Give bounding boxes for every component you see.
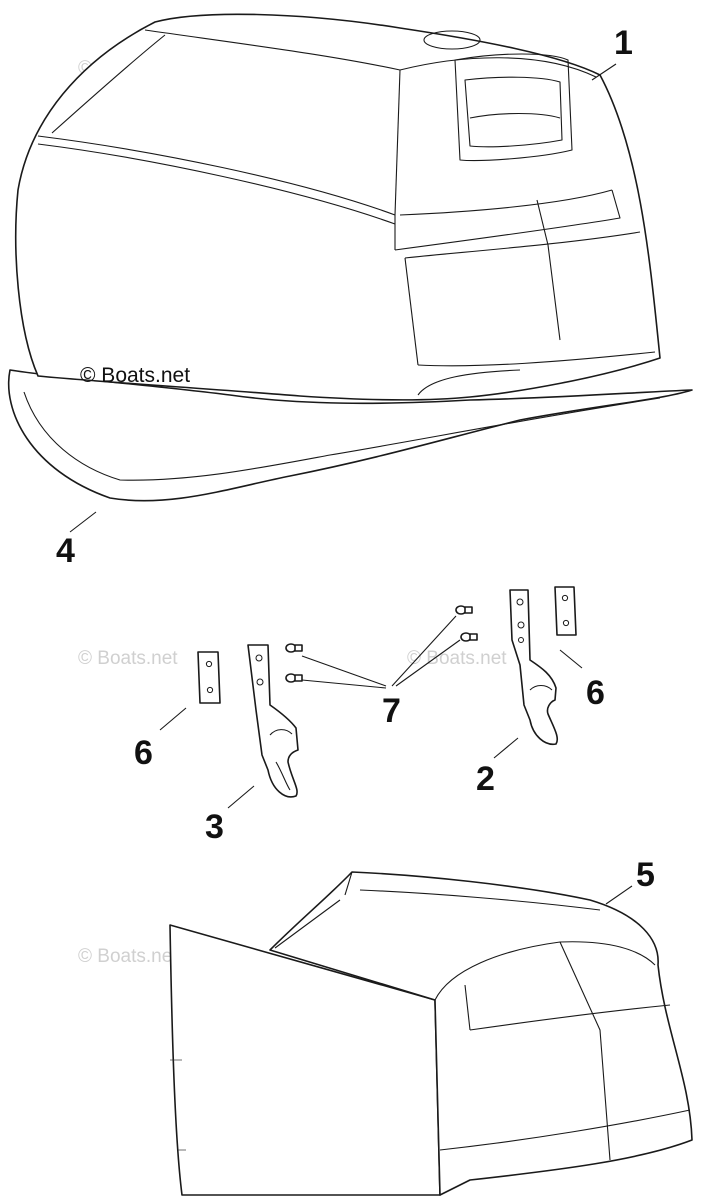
callout-4: 4 [56, 532, 75, 570]
right-latch-part [509, 589, 559, 745]
left-latch-part [247, 644, 299, 798]
leader-lines [69, 63, 633, 905]
callouts: 1 4 7 6 6 2 3 5 [56, 24, 655, 894]
screw [285, 673, 303, 683]
callout-3: 3 [205, 808, 224, 846]
callout-6-right: 6 [586, 674, 605, 712]
callout-6-left: 6 [134, 734, 153, 772]
watermark: © Boats.net [407, 648, 507, 669]
spacer-plate-right [554, 586, 577, 636]
top-cowl-part [15, 13, 661, 401]
copyright-label: © Boats.net [80, 364, 190, 387]
watermark: © Boats.net [78, 946, 178, 967]
screws-part [285, 605, 478, 683]
callout-2: 2 [476, 760, 495, 798]
screw [460, 632, 478, 642]
screw [285, 643, 303, 653]
callout-5: 5 [636, 856, 655, 894]
lower-cowl-part [169, 871, 693, 1196]
callout-1: 1 [614, 24, 633, 62]
screw [455, 605, 473, 615]
callout-7: 7 [382, 692, 401, 730]
spacer-plate-left [197, 651, 221, 704]
cowl-seal-part [8, 369, 693, 502]
watermark: © Boats.net [78, 648, 178, 669]
